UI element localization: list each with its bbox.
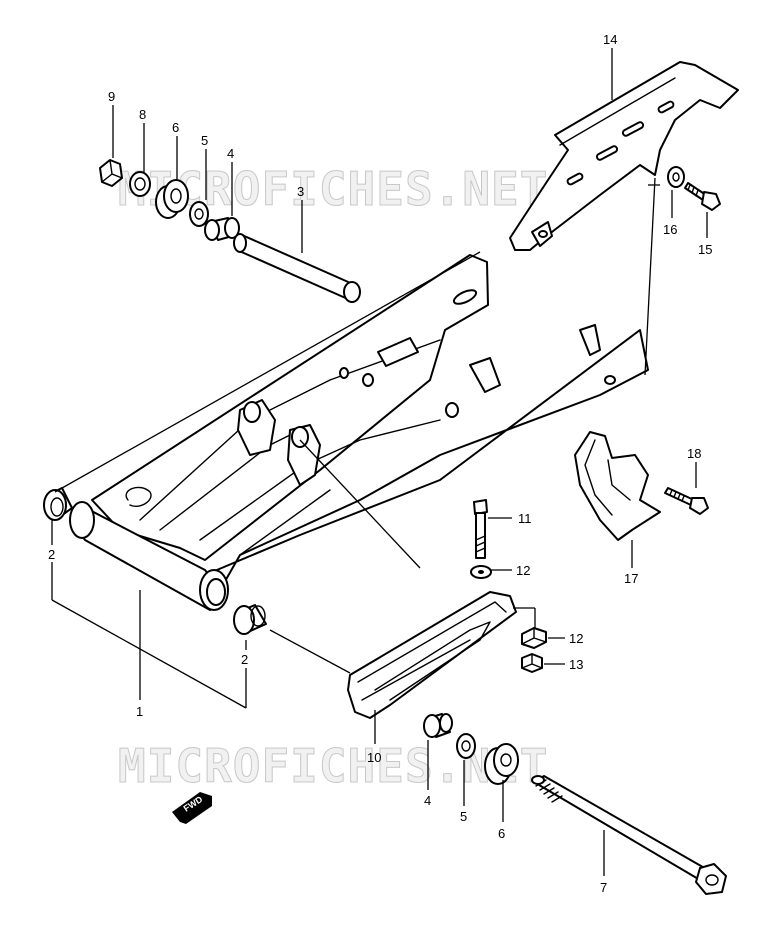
callout-2-right[interactable]: 2 <box>241 652 248 667</box>
lower-bushing[interactable] <box>423 713 453 738</box>
pivot-bushing-left[interactable] <box>43 487 73 521</box>
callout-11[interactable]: 11 <box>518 511 532 526</box>
callout-18[interactable]: 18 <box>687 446 701 461</box>
upper-bushing[interactable] <box>204 217 240 241</box>
watermark-bottom: MICROFICHES.NET <box>118 739 548 793</box>
callout-1[interactable]: 1 <box>136 704 143 719</box>
buffer-washer[interactable] <box>470 565 492 579</box>
callout-5-lower[interactable]: 5 <box>460 809 467 824</box>
callout-12[interactable]: 12 <box>516 563 530 578</box>
upper-thin-washer[interactable] <box>129 171 151 197</box>
buffer-bolt[interactable] <box>473 499 488 559</box>
chain-guard-washer[interactable] <box>667 166 685 188</box>
callout-4-lower[interactable]: 4 <box>424 793 431 808</box>
callout-4[interactable]: 4 <box>227 146 234 161</box>
callout-13[interactable]: 13 <box>569 657 583 672</box>
callout-12-nut[interactable]: 12 <box>569 631 583 646</box>
callout-6[interactable]: 6 <box>172 120 179 135</box>
callouts: 9 8 6 5 4 3 14 16 15 18 17 11 12 12 13 2… <box>48 32 712 895</box>
lower-seal[interactable] <box>484 743 519 785</box>
callout-9[interactable]: 9 <box>108 89 115 104</box>
pivot-nut[interactable] <box>99 159 123 187</box>
watermark-top: MICROFICHES.NET <box>118 162 548 216</box>
leader-lines <box>51 48 708 876</box>
chain-buffer[interactable] <box>347 591 517 719</box>
forward-arrow: FWD <box>172 792 212 824</box>
callout-7[interactable]: 7 <box>600 880 607 895</box>
buffer-flange-nut[interactable] <box>521 627 547 649</box>
pivot-bolt[interactable] <box>531 775 727 895</box>
callout-3[interactable]: 3 <box>297 184 304 199</box>
lower-washer[interactable] <box>456 733 476 759</box>
pivot-bushing-right[interactable] <box>233 604 267 635</box>
callout-6-lower[interactable]: 6 <box>498 826 505 841</box>
heel-guard-bolt[interactable] <box>664 487 709 515</box>
callout-17[interactable]: 17 <box>624 571 638 586</box>
buffer-nut[interactable] <box>521 653 543 673</box>
callout-2-left[interactable]: 2 <box>48 547 55 562</box>
callout-10[interactable]: 10 <box>367 750 381 765</box>
upper-washer[interactable] <box>189 201 209 227</box>
callout-5[interactable]: 5 <box>201 133 208 148</box>
chain-guard-bolt[interactable] <box>684 182 721 211</box>
callout-14[interactable]: 14 <box>603 32 617 47</box>
chain-guard[interactable] <box>509 61 739 251</box>
upper-seal[interactable] <box>155 179 189 219</box>
callout-15[interactable]: 15 <box>698 242 712 257</box>
pivot-spacer-tube[interactable] <box>233 233 361 303</box>
callout-8[interactable]: 8 <box>139 107 146 122</box>
heel-guard[interactable] <box>574 431 661 541</box>
swingarm[interactable] <box>69 254 649 611</box>
callout-16[interactable]: 16 <box>663 222 677 237</box>
